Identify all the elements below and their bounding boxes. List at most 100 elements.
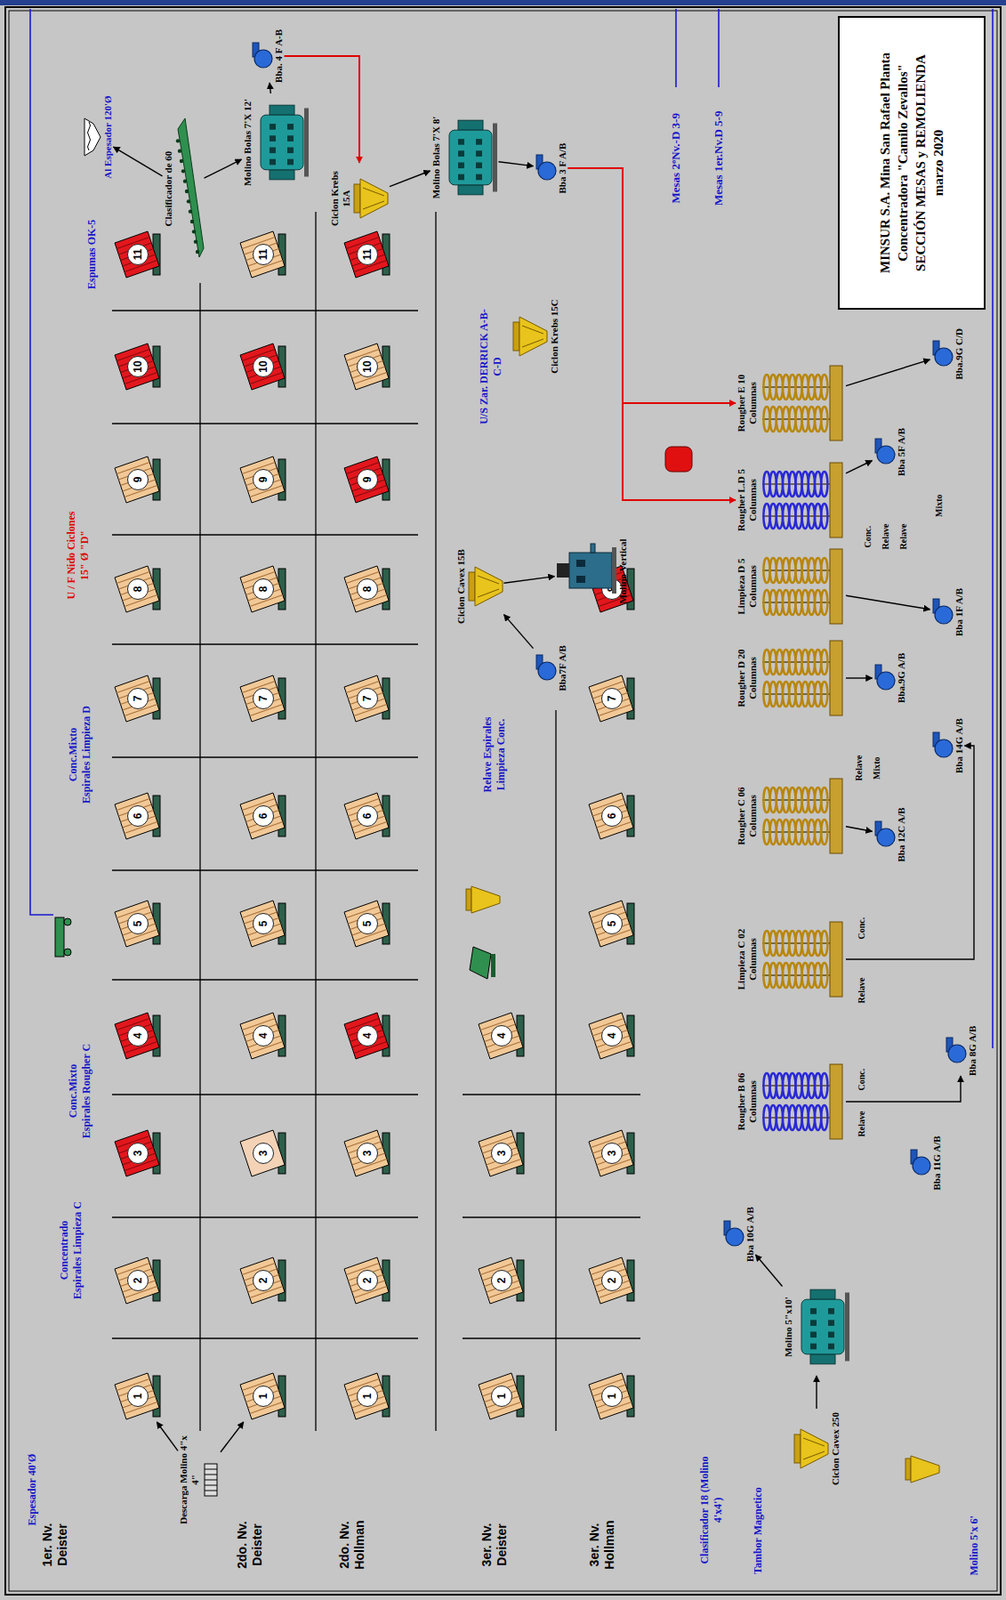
node-label: Rougher D 20 Columnas — [735, 637, 759, 718]
spiral-turn — [820, 962, 828, 988]
cyclone-line — [522, 325, 544, 334]
pump-drawing — [872, 436, 896, 467]
stream-label: Mixto — [870, 756, 883, 780]
spiral-turn — [820, 557, 828, 583]
mill-window — [576, 575, 586, 583]
cyclone-line — [477, 588, 499, 597]
text-label-box: Relave — [879, 523, 892, 550]
spiral-launder — [829, 365, 843, 441]
callout-number: 10 — [127, 355, 149, 378]
classifier-rake — [185, 199, 190, 203]
spiral-launder — [829, 640, 843, 716]
cyclone-line — [477, 575, 499, 584]
mill-discharge: Descarga Molino 4"x 4" — [177, 1430, 221, 1529]
spiral-launder — [829, 921, 843, 997]
mill-window — [269, 159, 276, 166]
ball-mill: Molino Bolas 7'X 8' — [430, 108, 499, 207]
flow-line — [568, 168, 737, 403]
cyclone-line — [522, 338, 544, 347]
table-deck — [344, 565, 389, 612]
spiral-launder — [829, 1063, 843, 1139]
concentrating-table: 10 — [237, 340, 290, 393]
node-label: Ciclon Krebs 15A — [329, 162, 353, 234]
bus-line — [112, 643, 419, 644]
callout-number: 2 — [356, 1269, 379, 1291]
spiral-drawing — [758, 1061, 846, 1142]
cyclone: Ciclon Krebs 15C — [511, 296, 561, 377]
cyclone-cone — [800, 1428, 829, 1468]
cyclone-head — [468, 571, 475, 601]
classifier-rake — [180, 169, 185, 173]
concentrating-table: 1 — [475, 1369, 528, 1422]
concentrating-table: 6 — [341, 789, 394, 842]
blue-line — [717, 8, 720, 88]
concentrating-table: 7 — [341, 672, 394, 725]
discharge-bar — [204, 1489, 218, 1491]
concentrating-table: 11 — [237, 228, 290, 281]
callout-number: 2 — [127, 1269, 149, 1291]
pump-drawing — [533, 652, 557, 684]
callout-number: 7 — [601, 687, 623, 709]
concentrating-table: 2 — [341, 1254, 394, 1306]
concentrating-table: 4 — [475, 1009, 528, 1062]
callout-number: 6 — [127, 804, 149, 827]
mill-end — [458, 185, 483, 195]
spiral-drawing — [758, 546, 846, 627]
node-label: Bba. 4 F A-B — [273, 29, 285, 83]
concentrating-table: 4 — [586, 1009, 638, 1062]
callout-number: 3 — [601, 1142, 623, 1164]
spiral-turn — [820, 471, 828, 497]
concentrating-table: 3 — [586, 1126, 638, 1179]
spiral-turn — [820, 503, 828, 529]
concentrating-table: 6 — [112, 789, 164, 842]
table-deck — [114, 1129, 160, 1176]
node-label: Bba 14G A/B — [953, 717, 966, 773]
callout-number: 3 — [356, 1142, 379, 1164]
node-label: Ciclon Krebs 15C — [548, 298, 561, 374]
pump: Bba 5F A/B — [872, 427, 908, 476]
concentrating-table: 2 — [475, 1254, 528, 1306]
spiral-bank: Limpieza C 02 Columnas — [735, 918, 846, 999]
text-label: Conc.Mixto Espirales Limpieza D — [66, 705, 94, 804]
flow-line — [389, 170, 431, 187]
mill-shell — [449, 129, 492, 186]
text-label-box: Relave — [897, 523, 910, 550]
cyclone-drawing — [511, 309, 549, 363]
classifier-rake — [189, 219, 194, 224]
node-label: Bba 5F A/B — [895, 427, 908, 476]
spiral-turn — [820, 787, 828, 813]
mill-window — [810, 1343, 817, 1350]
bus-line — [462, 1093, 641, 1095]
pump: Bba 1F A/B — [930, 587, 966, 636]
table-deck — [344, 343, 389, 390]
mill-window — [475, 162, 483, 170]
row-label: 2do. Nv. Hollman — [337, 1511, 368, 1578]
callout-number: 7 — [356, 687, 379, 709]
title-block: MINSUR S.A. Mina San Rafael Planta Conce… — [837, 16, 986, 310]
cyclone-drawing — [352, 171, 390, 226]
spiral-turn — [820, 649, 828, 675]
discharge-box — [204, 1463, 218, 1496]
pump-body — [538, 161, 556, 180]
mill-end — [458, 120, 483, 130]
stream-label: Relave — [879, 523, 892, 550]
mill-drawing — [253, 93, 311, 192]
callout-number: 5 — [252, 912, 274, 934]
callout-number: 5 — [356, 912, 379, 934]
concentrating-table: 9 — [237, 453, 290, 506]
node-label: Bba 3 F A/B — [556, 143, 569, 194]
pump-drawing — [943, 1035, 967, 1066]
flow-line — [845, 745, 974, 959]
node-label: Limpieza C 02 Columnas — [735, 918, 759, 999]
callout-number: 1 — [252, 1384, 274, 1407]
mill-window — [828, 1319, 835, 1326]
classifier-rake — [191, 229, 195, 234]
mill-window — [269, 147, 276, 154]
pump-body — [254, 49, 273, 68]
mill-window — [458, 150, 465, 157]
cyclone-line — [362, 187, 385, 196]
bus-line — [112, 1215, 419, 1217]
mill-shell — [569, 552, 612, 588]
cyclone-symbol — [466, 885, 500, 913]
mill-window — [287, 123, 294, 130]
